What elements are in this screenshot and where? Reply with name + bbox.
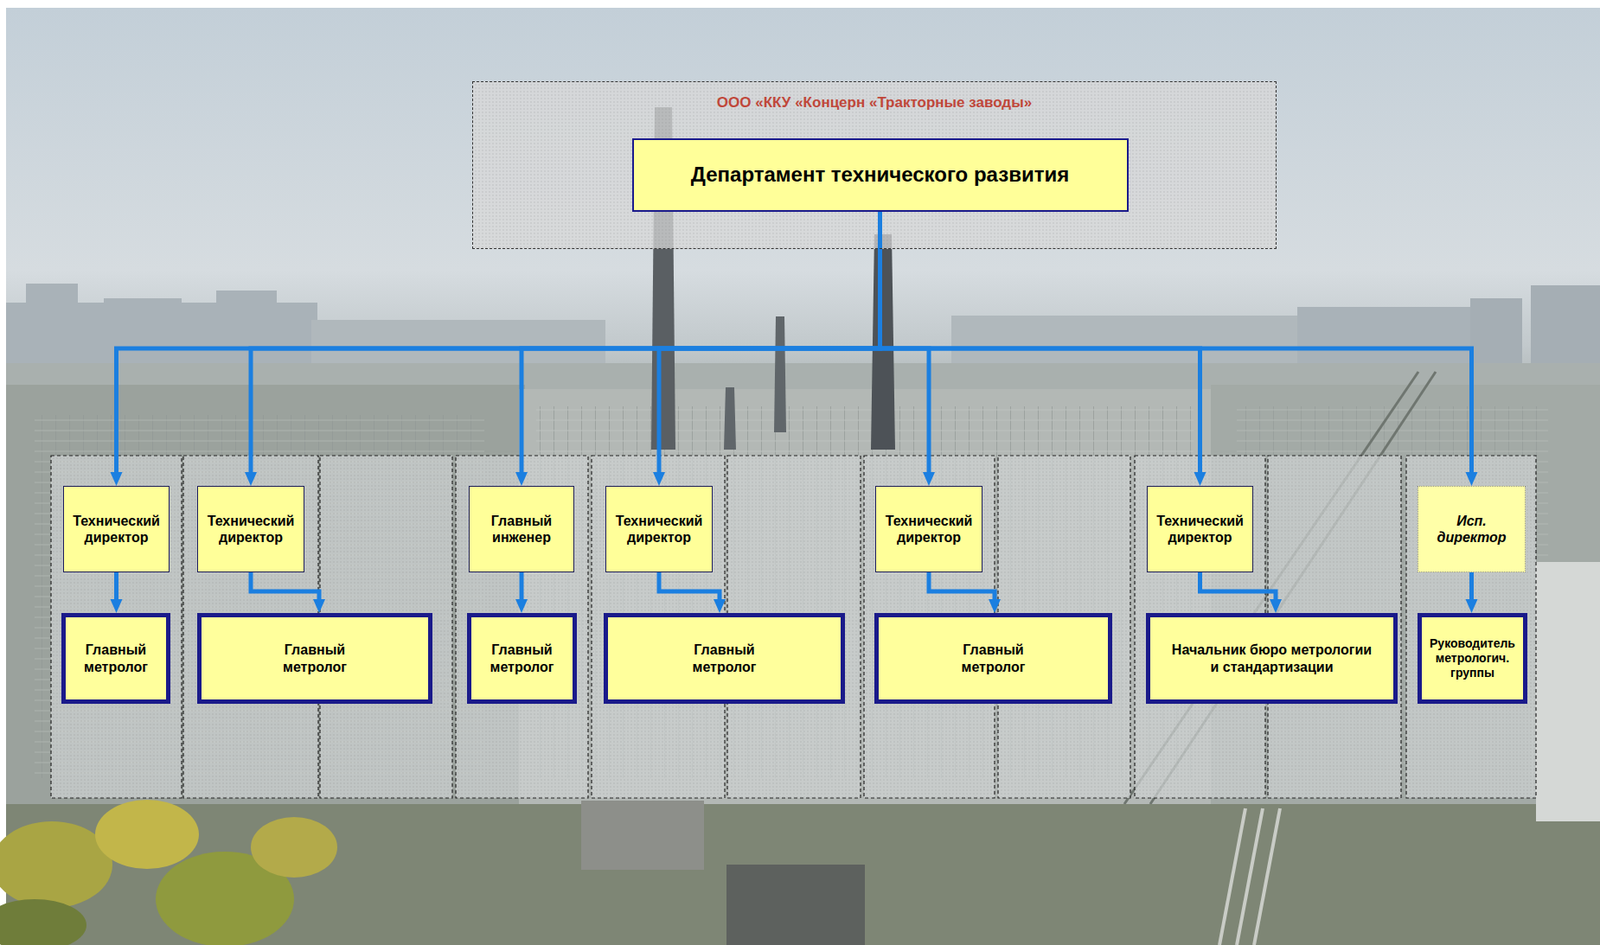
- box-label: Главный метролог: [267, 641, 363, 675]
- sky: [6, 7, 1600, 945]
- tree: [95, 800, 199, 870]
- box-label: Исп. директор: [1430, 512, 1513, 546]
- panel-texture: [472, 81, 1277, 250]
- connector-arrow: [659, 211, 881, 477]
- director-box: Технический директор: [875, 486, 983, 573]
- panel-title: ООО «ККУ «Концерн «Тракторные заводы»: [716, 94, 1032, 112]
- connector-arrow: [880, 211, 1201, 477]
- director-box: Технический директор: [63, 486, 170, 573]
- connector-arrow: [250, 211, 881, 477]
- column-panels: [51, 455, 1536, 799]
- director-box: Технический директор: [197, 486, 305, 573]
- city-block: [1530, 285, 1600, 364]
- box-label: Руководитель метрологич. группы: [1426, 636, 1519, 680]
- box-label: Главный инженер: [478, 512, 565, 546]
- connector-arrow: [114, 572, 119, 603]
- metrology-box: Начальник бюро метрологии и стандартизац…: [1145, 613, 1398, 704]
- metrology-box: Руководитель метрологич. группы: [1417, 613, 1528, 704]
- engineer-box: Главный инженер: [468, 486, 575, 573]
- connector-arrow: [250, 572, 320, 603]
- connector-arrow: [928, 572, 995, 603]
- city-block: [1297, 307, 1471, 364]
- column-texture: [51, 455, 1536, 799]
- box-label: Технический директор: [609, 512, 709, 546]
- panel-ground: [472, 81, 1277, 250]
- factory-roofs: [6, 363, 1600, 805]
- building: [581, 800, 704, 871]
- pipe: [1254, 808, 1280, 945]
- box-label: Технический директор: [201, 512, 301, 546]
- box-label: Главный метролог: [946, 641, 1042, 675]
- city-block: [25, 283, 78, 364]
- column-textures: [51, 455, 1536, 799]
- connector-arrow: [521, 211, 881, 477]
- director-box: Технический директор: [605, 486, 713, 573]
- city-block: [1470, 298, 1523, 364]
- connector-arrow: [1469, 572, 1474, 603]
- chimney: [870, 234, 896, 450]
- city-block: [311, 320, 606, 364]
- city-block: [216, 290, 277, 364]
- box-label: Технический директор: [67, 512, 166, 546]
- building: [1536, 562, 1600, 822]
- box-label: Начальник бюро метрологии и стандартизац…: [1165, 641, 1378, 675]
- acting-director-box: Исп. директор: [1417, 486, 1526, 573]
- city-block: [951, 315, 1298, 364]
- department-box: Департамент технического развития: [632, 138, 1129, 212]
- metrology-box: Главный метролог: [874, 613, 1113, 704]
- director-box: Технический директор: [1146, 486, 1254, 573]
- metrology-box: Главный метролог: [603, 613, 845, 704]
- metrology-box: Главный метролог: [61, 613, 171, 704]
- connector-arrow: [880, 211, 930, 477]
- connector-arrow: [880, 211, 1472, 477]
- connector-arrow: [116, 211, 881, 477]
- box-label: Главный метролог: [677, 641, 773, 675]
- box-label: Главный метролог: [70, 641, 162, 675]
- tree: [0, 899, 87, 945]
- chimney: [774, 316, 787, 433]
- connector-arrow: [659, 572, 720, 603]
- box-label: Департамент технического развития: [691, 162, 1069, 188]
- box-label: Технический директор: [1151, 512, 1249, 546]
- box-label: Технический директор: [879, 512, 979, 546]
- chimney: [723, 387, 736, 450]
- skyline: [6, 283, 1600, 364]
- tree: [250, 817, 338, 878]
- company-panel: ООО «ККУ «Концерн «Тракторные заводы» Деп…: [472, 81, 1277, 250]
- metrology-box: Главный метролог: [197, 613, 433, 704]
- metrology-box: Главный метролог: [467, 613, 577, 704]
- connector-arrow: [1200, 572, 1277, 603]
- building: [726, 864, 865, 945]
- box-label: Главный метролог: [475, 641, 569, 675]
- connector-arrow: [519, 572, 525, 603]
